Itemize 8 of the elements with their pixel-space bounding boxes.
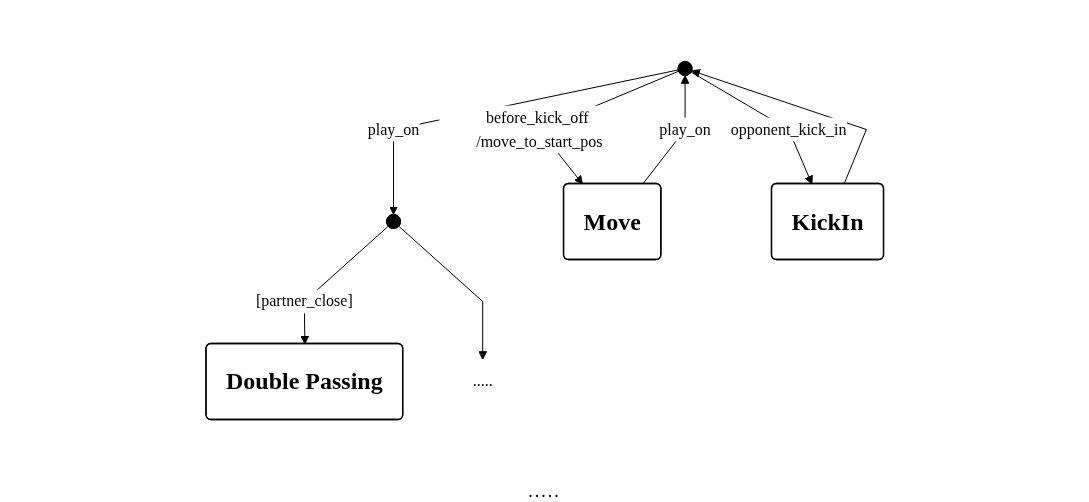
node-text: ..... — [472, 372, 493, 390]
edge-label: play_on — [367, 120, 420, 138]
note-text: ..... — [528, 481, 561, 501]
edge-label: opponent_kick_in — [730, 120, 847, 138]
edge-label: play_on — [659, 120, 711, 138]
arrow — [397, 225, 487, 360]
edge-label: [partner_close] — [255, 292, 353, 310]
edge-label: before_kick_off /move_to_start_pos — [475, 108, 603, 150]
